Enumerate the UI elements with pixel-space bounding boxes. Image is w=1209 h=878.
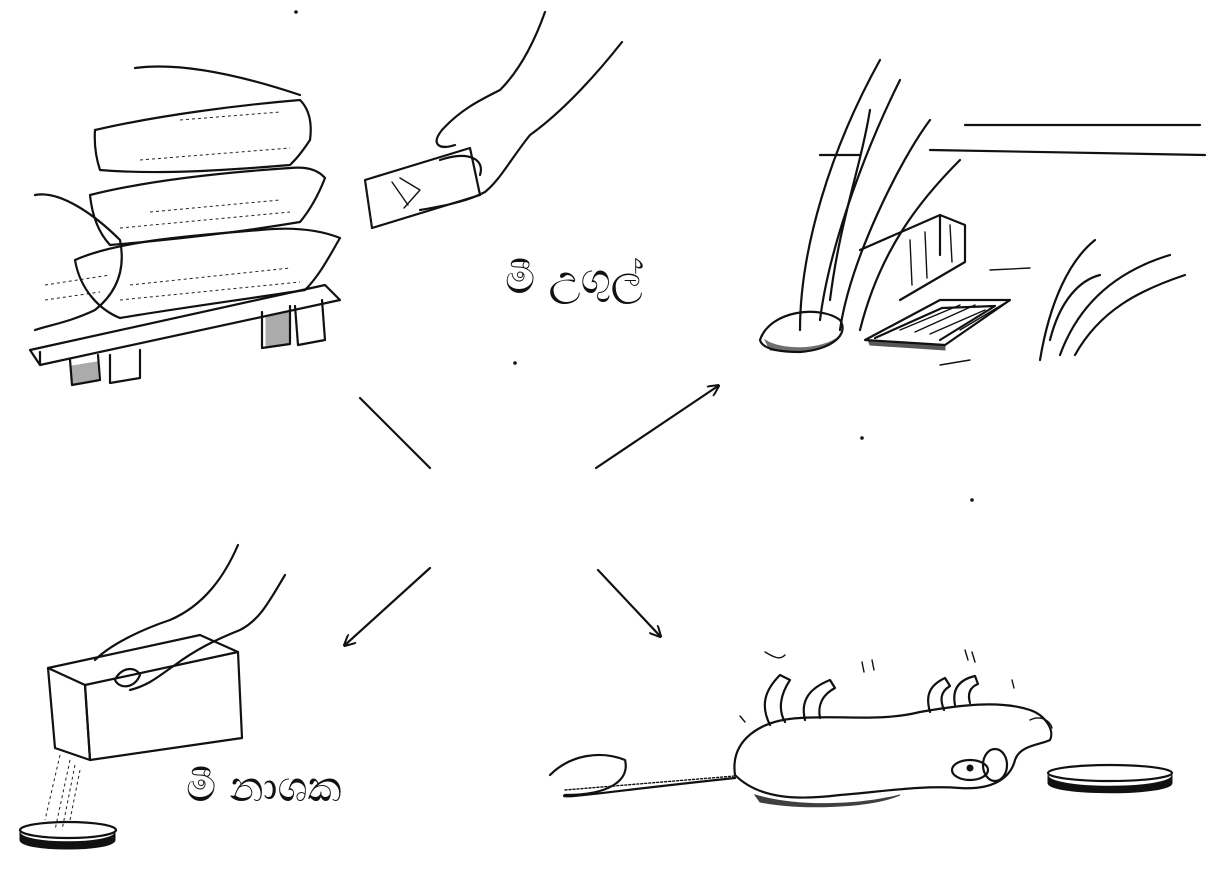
- stored-sacks-illustration: [28, 10, 624, 387]
- brick: [858, 213, 967, 302]
- rat-legs: [739, 649, 1015, 727]
- arrow-to-trap: [594, 386, 718, 470]
- speck: [294, 10, 298, 14]
- bait-dish: [18, 820, 118, 850]
- grass-clump-left: [798, 58, 962, 332]
- rat-head: [950, 717, 1053, 783]
- rat-poison-label: මී නාශක: [186, 762, 342, 811]
- stone: [758, 310, 844, 354]
- speck: [513, 361, 517, 365]
- rat-tail: [548, 753, 737, 798]
- arrow-to-dead-rat: [596, 568, 660, 636]
- dead-rat-illustration: [548, 649, 1174, 808]
- snap-trap: [863, 298, 1012, 351]
- poison-box: [46, 633, 244, 762]
- snap-trap-illustration: [758, 58, 1207, 366]
- falling-powder: [44, 754, 81, 831]
- poison-pouring-illustration: [18, 543, 287, 850]
- hand-holding-box: [93, 543, 287, 692]
- grain-sack-bottom: [73, 227, 342, 320]
- speck: [970, 498, 974, 502]
- arrow-to-poison: [345, 566, 432, 645]
- wooden-pallet: [28, 283, 342, 387]
- grass-clump-right: [1038, 238, 1187, 362]
- line-from-sacks: [358, 396, 432, 470]
- rat-trap-label: මී උගුල්: [505, 254, 643, 303]
- hand-placing-bait: [363, 10, 624, 230]
- grain-sack-top: [93, 65, 312, 174]
- poison-dish: [1046, 763, 1174, 794]
- bait-packet: [363, 146, 482, 230]
- grain-sack-middle: [88, 166, 327, 247]
- rat-body: [733, 703, 1053, 808]
- arrow-set: [345, 386, 718, 645]
- speck: [860, 436, 864, 440]
- grain-sack-bottom-left: [33, 193, 123, 332]
